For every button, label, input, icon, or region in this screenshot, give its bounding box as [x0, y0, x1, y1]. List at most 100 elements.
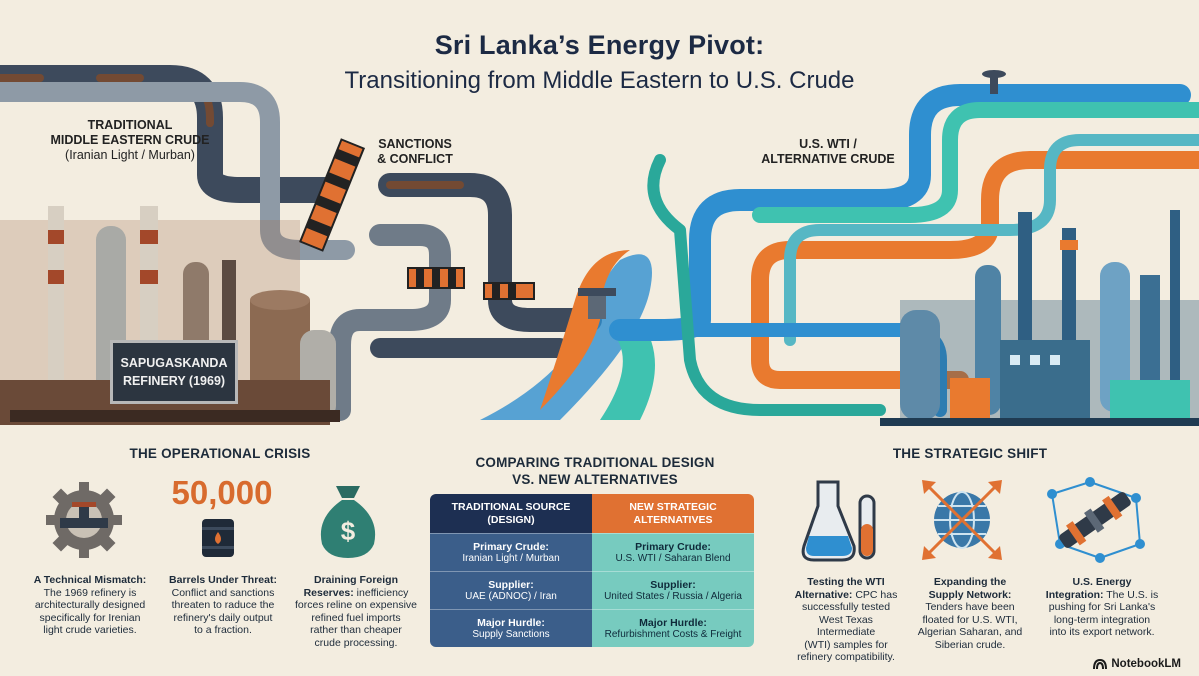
traditional-header-line-2: (DESIGN): [487, 513, 535, 526]
testing-wti-line-3: West Texas Intermediate: [816, 613, 876, 639]
sanctions-label-line-2: & CONFLICT: [377, 152, 453, 166]
supply-network-line-3: Algerian Saharan, and: [917, 626, 1023, 638]
testing-wti-line-5: refinery compatibility.: [797, 651, 895, 663]
foreign-reserves-line-2: forces reline on expensive: [295, 599, 417, 611]
refinery-sign-line-2: REFINERY (1969): [122, 374, 226, 388]
us-integration-line-4: into its export network.: [1049, 626, 1155, 638]
us-wti-label: U.S. WTI / ALTERNATIVE CRUDE: [758, 137, 898, 167]
us-integration-line-3: long-term integration: [1053, 613, 1151, 626]
row-label: Major Hurdle:: [639, 616, 707, 629]
us-integration-line-2: pushing for Sri Lanka's: [1048, 601, 1156, 613]
sanctions-label-line-1: SANCTIONS: [378, 137, 452, 151]
table-cell: Supplier:UAE (ADNOC) / Iran: [430, 571, 592, 609]
shift-section-title: THE STRATEGIC SHIFT: [892, 446, 1048, 461]
table-cell: Primary Crude:U.S. WTI / Saharan Blend: [592, 533, 754, 571]
traditional-header-line-1: TRADITIONAL SOURCE: [451, 500, 571, 513]
testing-wti-line-4: (WTI) samples for: [804, 638, 888, 651]
supply-network-lead-1: Expanding the: [933, 576, 1007, 588]
refinery-sign: SAPUGASKANDA REFINERY (1969): [110, 340, 238, 404]
us-integration-lead-2: Integration:: [1045, 588, 1104, 601]
new-pipe-orange: [751, 151, 1199, 389]
notebooklm-watermark: NotebookLM: [1093, 658, 1181, 670]
crisis-section-title: THE OPERATIONAL CRISIS: [129, 446, 311, 461]
barrier-icons: [298, 138, 535, 300]
old-pipe-low: [329, 224, 451, 421]
test-tube-icon: [801, 480, 876, 562]
foreign-reserves-line-1: inefficiency: [353, 586, 409, 599]
technical-mismatch-line-1: The 1969 refinery is: [43, 586, 137, 599]
cell-value: Iranian Light / Murban: [462, 552, 560, 564]
brand-name: NotebookLM: [1111, 658, 1181, 670]
cell-value: U.S. WTI / Saharan Blend: [615, 552, 731, 564]
foreign-reserves-line-5: crude processing.: [314, 636, 398, 649]
transition-splash: [480, 250, 655, 420]
pipeline-illustration: [0, 65, 1199, 426]
row-label: Supplier:: [488, 578, 534, 591]
technical-mismatch-line-4: light crude varieties.: [43, 624, 137, 636]
pipeline-network-icon: [1047, 477, 1145, 563]
money-bag-icon: $: [320, 486, 376, 558]
comparison-section-title: COMPARING TRADITIONAL DESIGN VS. NEW ALT…: [440, 454, 750, 488]
table-cell: Major Hurdle:Supply Sanctions: [430, 609, 592, 647]
foreign-reserves-line-3: refined fuel imports: [311, 611, 401, 624]
technical-mismatch-line-3: specifically for Irenian: [39, 611, 141, 624]
us-integration-lead-1: U.S. Energy: [1072, 576, 1132, 588]
row-label: Primary Crude:: [473, 540, 549, 553]
alternative-header-line-1: NEW STRATEGIC: [629, 500, 717, 513]
testing-wti-caption: Testing the WTI Alternative: CPC has suc…: [790, 576, 902, 664]
svg-text:$: $: [341, 516, 356, 546]
cell-value: UAE (ADNOC) / Iran: [465, 590, 557, 602]
new-pipe-teal-curve: [647, 154, 886, 416]
old-pipe-grey: [0, 82, 355, 260]
row-label: Primary Crude:: [635, 540, 711, 553]
supply-network-line-2: floated for U.S. WTI,: [922, 613, 1018, 626]
supply-network-caption: Expanding the Supply Network: Tenders ha…: [906, 576, 1034, 651]
barrels-threat-line-1: Conflict and sanctions: [171, 586, 275, 599]
cell-value: United States / Russia / Algeria: [604, 590, 742, 602]
gear-valve-icon: [46, 482, 122, 558]
row-label: Major Hurdle:: [477, 616, 545, 629]
old-pipes: [0, 65, 602, 421]
cell-value: Supply Sanctions: [472, 628, 550, 640]
new-refinery: [880, 210, 1199, 426]
technical-mismatch-caption: A Technical Mismatch: The 1969 refinery …: [26, 574, 154, 637]
traditional-crude-label-line-1: TRADITIONAL: [87, 118, 173, 132]
us-integration-line-1: The U.S. is: [1103, 588, 1159, 601]
traditional-header: TRADITIONAL SOURCE(DESIGN): [430, 494, 592, 533]
row-label: Supplier:: [650, 578, 696, 591]
page-title: Sri Lanka’s Energy Pivot:: [434, 30, 765, 60]
supply-network-lead-2: Supply Network:: [928, 588, 1012, 601]
sanctions-label: SANCTIONS & CONFLICT: [360, 137, 470, 167]
traditional-crude-label: TRADITIONAL MIDDLE EASTERN CRUDE (Irania…: [30, 118, 230, 163]
alternative-header-line-2: ALTERNATIVES: [633, 513, 713, 526]
comparison-table: TRADITIONAL SOURCE(DESIGN) Primary Crude…: [430, 494, 754, 647]
new-pipe-teal-low: [784, 134, 1199, 346]
header: Sri Lanka’s Energy Pivot: Transitioning …: [0, 30, 1199, 95]
barrels-threat-lead: Barrels Under Threat:: [169, 574, 277, 586]
table-cell: Supplier:United States / Russia / Algeri…: [592, 571, 754, 609]
new-pipe-blue-low: [613, 323, 947, 417]
cell-value: Refurbishment Costs & Freight: [604, 628, 742, 640]
comparison-title-line-2: VS. NEW ALTERNATIVES: [512, 472, 678, 487]
barrels-threat-line-3: refinery's daily output: [173, 611, 273, 624]
testing-wti-lead-1: Testing the WTI: [807, 576, 885, 588]
supply-network-line-4: Siberian crude.: [934, 638, 1006, 651]
comparison-title-line-1: COMPARING TRADITIONAL DESIGN: [475, 455, 715, 470]
technical-mismatch-line-2: architecturally designed: [34, 599, 146, 611]
traditional-column: TRADITIONAL SOURCE(DESIGN) Primary Crude…: [430, 494, 592, 647]
oil-barrel-icon: [202, 519, 234, 557]
table-cell: Major Hurdle:Refurbishment Costs & Freig…: [592, 609, 754, 647]
supply-network-line-1: Tenders have been: [925, 601, 1015, 613]
foreign-reserves-lead-2: Reserves:: [303, 586, 354, 599]
us-integration-caption: U.S. Energy Integration: The U.S. is pus…: [1038, 576, 1166, 639]
barrels-threat-caption: Barrels Under Threat: Conflict and sanct…: [158, 574, 288, 637]
barrels-threat-line-4: to a fraction.: [194, 624, 252, 636]
technical-mismatch-lead: A Technical Mismatch:: [33, 574, 147, 586]
table-cell: Primary Crude:Iranian Light / Murban: [430, 533, 592, 571]
refinery-sign-line-1: SAPUGASKANDA: [120, 356, 228, 370]
page-subtitle: Transitioning from Middle Eastern to U.S…: [344, 67, 855, 94]
notebooklm-logo-icon: [1093, 658, 1108, 670]
